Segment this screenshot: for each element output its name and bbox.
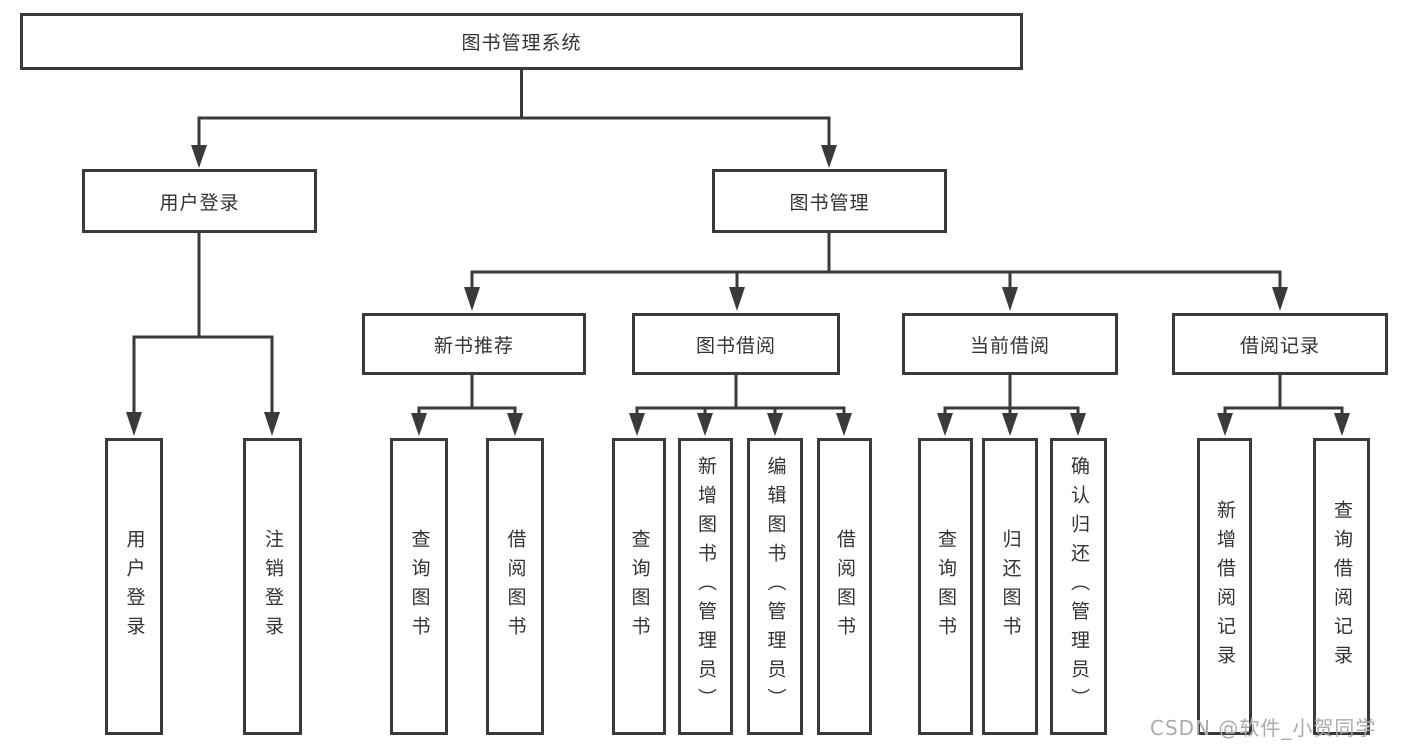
node-current-borrowing: 当前借阅 (902, 313, 1118, 375)
node-label: 当前借阅 (969, 334, 1050, 357)
leaf-logout: 注销登录 (243, 438, 302, 735)
leaf-add-borrowing-record: 新增借阅记录 (1197, 438, 1252, 735)
leaf-label: 确认归还（管理员） (1068, 456, 1090, 717)
leaf-query-books-recommend: 查询图书 (390, 438, 448, 735)
leaf-label: 新增借阅记录 (1214, 499, 1236, 674)
leaf-label: 查询图书 (935, 528, 957, 645)
node-new-book-recommendation: 新书推荐 (362, 313, 586, 375)
leaf-query-books-borrowing: 查询图书 (612, 438, 666, 735)
leaf-label: 新增图书（管理员） (695, 456, 717, 717)
leaf-label: 编辑图书（管理员） (764, 456, 787, 717)
leaf-borrow-books-borrowing: 借阅图书 (817, 438, 872, 735)
node-label: 借阅记录 (1239, 334, 1320, 357)
node-book-borrowing: 图书借阅 (632, 313, 840, 375)
leaf-edit-book-admin: 编辑图书（管理员） (747, 438, 803, 735)
leaf-label: 查询借阅记录 (1331, 499, 1353, 674)
leaf-query-borrowing-record: 查询借阅记录 (1313, 438, 1370, 735)
leaf-label: 借阅图书 (504, 528, 527, 645)
node-label: 新书推荐 (433, 334, 514, 357)
node-book-management: 图书管理 (712, 169, 947, 233)
node-borrowing-records: 借阅记录 (1172, 313, 1388, 375)
node-user-login: 用户登录 (82, 169, 317, 233)
csdn-watermark: CSDN @软件_小贺同学 (1150, 716, 1377, 740)
leaf-label: 查询图书 (628, 528, 651, 645)
leaf-query-books-current: 查询图书 (918, 438, 973, 735)
node-label: 图书管理系统 (461, 32, 582, 54)
leaf-add-book-admin: 新增图书（管理员） (678, 438, 733, 735)
leaf-user-login: 用户登录 (105, 438, 163, 735)
leaf-label: 借阅图书 (834, 528, 856, 645)
leaf-return-books: 归还图书 (982, 438, 1038, 735)
node-label: 用户登录 (159, 191, 240, 214)
node-library-management-system: 图书管理系统 (20, 13, 1023, 70)
node-label: 图书管理 (789, 191, 870, 214)
leaf-label: 归还图书 (999, 528, 1022, 645)
leaf-label: 用户登录 (123, 528, 146, 645)
leaf-label: 注销登录 (262, 528, 284, 645)
leaf-borrow-books-recommend: 借阅图书 (486, 438, 544, 735)
leaf-label: 查询图书 (408, 528, 431, 645)
leaf-confirm-return-admin: 确认归还（管理员） (1050, 438, 1107, 735)
node-label: 图书借阅 (695, 334, 776, 357)
